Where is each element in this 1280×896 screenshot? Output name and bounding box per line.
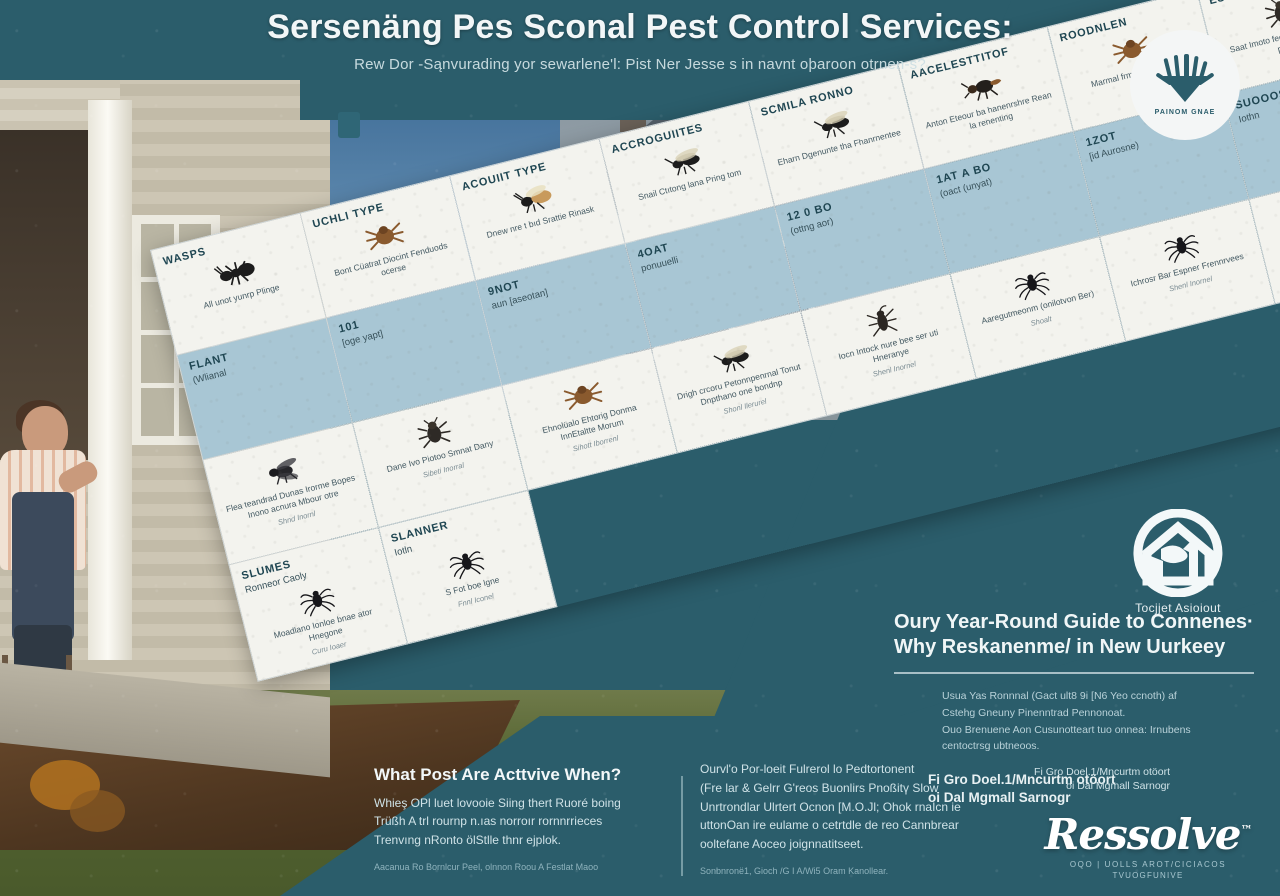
- brand-wordmark-block: Ressolve™ OQO | UOLLS AROT/CICIACOS TVUO…: [1038, 814, 1258, 881]
- porch-column: [88, 100, 132, 660]
- pest-cell[interactable]: AACELESTTITOF Anton Eteour ba hanenrshre…: [897, 26, 1074, 169]
- pest-cell[interactable]: SlumesRonneor Caoly Moadlano Ionloe bnae…: [228, 527, 408, 681]
- table-row: Flea teandrad Dunas Irorme Bopes Inono a…: [202, 87, 1280, 565]
- house-hand-shield-icon: [1133, 509, 1223, 597]
- page-title: Sersenäng Pes Sconal Pest Control Servic…: [267, 8, 1013, 46]
- pest-cell[interactable]: Aaregutmeonm (onilotvon Ber)Shoalt: [949, 236, 1126, 379]
- bottom-left-body-line1: Whieş OPl luet lovooie Siing thert Ruoré…: [374, 795, 621, 810]
- right-copy-body: Usua Yas Ronnnal (Gact ult8 9i [N6 Yeo c…: [894, 688, 1254, 755]
- headline-block: Sersenäng Pes Sconal Pest Control Servic…: [0, 8, 1280, 73]
- target-assurance-label: Tocjjet Asioiout: [1135, 601, 1221, 615]
- pest-cell[interactable]: Ehnolüalo Ehtorig Donma InnEtaltte Morum…: [501, 348, 678, 491]
- hand-shield-icon: [1156, 54, 1214, 102]
- bottom-left-block: What Post Are Acttvive When? Whieş OPl l…: [374, 765, 674, 874]
- bottom-right-body-line1: Ourvl'o Por-loeit Fulrerol lo Pedtortone…: [700, 762, 915, 777]
- table-row: SlumesRonneor Caoly Moadlano Ionloe bnae…: [228, 192, 1280, 681]
- brand-tagline-1: OQO | UOLLS AROT/CICIACOS: [1069, 860, 1227, 869]
- bottom-right-body-line5: ooltefane Aoceo joignnatitseet.: [700, 836, 864, 851]
- wasp-icon: [513, 184, 552, 213]
- pest-cell[interactable]: ACOUIIT TYPE Dnew nre t bıd Srattie Rina…: [449, 138, 626, 281]
- bottom-right-body-line4: uttonOan ire eulame o cetrtdle de reo Ca…: [700, 818, 959, 833]
- bottom-left-body-line3: Trenvıng nRonto ölStlle thnr ejplok.: [374, 832, 561, 847]
- house-sign-icon: [338, 112, 360, 138]
- bedbug-dark-icon: [417, 416, 451, 449]
- trademark-symbol: ™: [1240, 823, 1253, 837]
- foliage: [70, 790, 125, 832]
- bottom-left-heading: What Post Are Acttvive When?: [374, 764, 622, 784]
- right-copy-body-line2: Cstehg Gneuny Pinenntrad Pennonoat.: [942, 706, 1126, 719]
- brand-wordmark-text: Ressolve: [1044, 810, 1241, 859]
- pest-cell-description: Roon Dnrne Gi etnthon Gnap: [1270, 211, 1280, 254]
- certification-badge-label: PAINOM GNAE: [1154, 109, 1216, 116]
- winged-termite-icon: [814, 110, 850, 138]
- wordmark-kicker-line2: oi Dal Mgmall Sarnogr: [1066, 780, 1170, 793]
- wordmark-kicker-line1: Fi Gro Doel.1/Mncurtm otöort: [1034, 765, 1170, 778]
- right-copy-block: Oury Year-Round Guide to Connenes· Why R…: [894, 610, 1254, 808]
- pest-cell[interactable]: Drigh crcoru Petonnpenrnal Tonut Dnpthan…: [651, 310, 827, 453]
- pest-cell[interactable]: SCMILA RONNO Eharn Dgenunte tha Fhanrnen…: [748, 64, 924, 207]
- right-copy-body-line4: centoctrsg ubtneoos.: [942, 740, 1040, 753]
- mite-icon: [365, 222, 405, 250]
- pest-cell[interactable]: UCHLI TYPE Bont Cüatrat Diocint Fenduods…: [300, 175, 476, 318]
- right-copy-cta: Fi Gro Doel.1/Mncurtm otöort oi Dal Mgma…: [894, 771, 1254, 807]
- bottom-right-body-line3: Unrtrondlar Ulrtert Ocnon [M.O.Jl; Ohok …: [700, 799, 961, 814]
- right-copy-title: Oury Year-Round Guide to Connenes· Why R…: [894, 610, 1254, 660]
- right-copy-cta-line1: Fi Gro Doel.1/Mncurtm otöort: [928, 772, 1116, 788]
- bottom-right-body: Ourvl'o Por-loeit Fulrerol lo Pedtortone…: [700, 760, 1000, 853]
- right-copy-divider: [894, 672, 1254, 674]
- right-copy-cta-line2: oi Dal Mgmall Sarnogr: [928, 790, 1071, 806]
- pest-cell[interactable]: Flea teandrad Dunas Irorme Bopes Inono a…: [202, 422, 379, 565]
- right-copy-body-line1: Usua Yas Ronnnal (Gact ult8 9i [N6 Yeo c…: [942, 690, 1177, 702]
- wordmark-kicker: Fi Gro Doel.1/Mncurtm otöort oi Dal Mgma…: [1034, 765, 1170, 794]
- bottom-right-body-line2: (Fre lar & Gelrr G'reos Buonlirs Pnoßitү…: [700, 781, 939, 796]
- brand-wordmark: Ressolve™: [1038, 814, 1258, 856]
- fly-icon: [269, 457, 299, 485]
- right-copy-title-line2: Why Reskanenme/ in New Uurkeey: [894, 636, 1226, 658]
- mite-brown-icon: [564, 382, 603, 410]
- beetle-icon: [960, 78, 1001, 101]
- bottom-left-note: Aacanua Ro Bornlcur Peel, olnnon Roou A …: [374, 862, 599, 873]
- pest-cell[interactable]: ACCROGUIITES Snail Ctıtong lana Pring to…: [598, 101, 775, 244]
- right-copy-title-line1: Oury Year-Round Guide to Connenes·: [894, 611, 1254, 633]
- flying-ant2-icon: [713, 345, 750, 373]
- bottom-left-body-line2: Trüßh A trl rournp n.ıas norroır rornnrr…: [374, 814, 603, 829]
- flying-ant-icon: [664, 147, 700, 176]
- pest-cell[interactable]: WASPS All unot yunrp Plinge: [150, 213, 327, 356]
- ant-icon: [214, 260, 255, 285]
- bottom-column-divider: [681, 776, 683, 876]
- bottom-left-body: Whieş OPl luet lovooie Siing thert Ruoré…: [374, 794, 674, 850]
- spider4-icon: [449, 550, 485, 579]
- bottom-right-note: Sonbnronë1, Gioch /G I A/Wi5 Oram Kanoll…: [700, 866, 889, 877]
- target-assurance-badge: Tocjjet Asioiout: [1114, 498, 1242, 626]
- brand-tagline-2: TVUOGFUNIVE: [1112, 871, 1184, 880]
- bottom-right-block: Ourvl'o Por-loeit Fulrerol lo Pedtortone…: [700, 760, 1000, 878]
- spider-icon: [1164, 235, 1199, 263]
- cricket-icon: [866, 305, 898, 337]
- page-subtitle: Rew Dor -Sąnvurading yor sewarlene'l: Pi…: [354, 56, 926, 73]
- right-copy-body-line3: Ouo Brenuene Aon Cusunotteart tuo onnea:…: [942, 723, 1191, 736]
- spider3-icon: [300, 588, 335, 617]
- spider-small-icon: [1015, 272, 1050, 301]
- certification-badge: PAINOM GNAE: [1130, 30, 1240, 140]
- homeowner-photo: [0, 400, 101, 703]
